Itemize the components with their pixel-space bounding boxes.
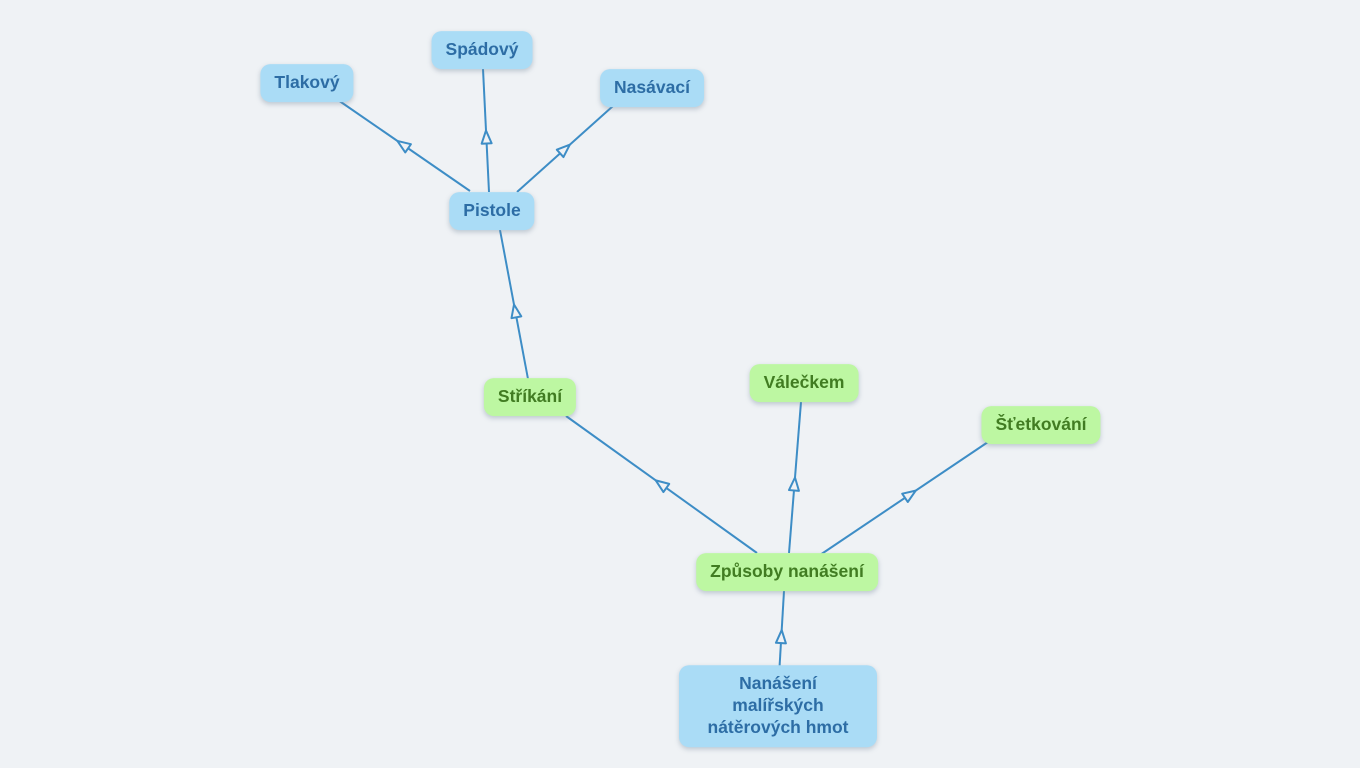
node-tlakovy[interactable]: Tlakový [260,64,354,102]
edge-arrow-zpusoby-strikani [654,479,671,494]
edge-arrow-zpusoby-stetkovani [901,489,917,503]
edge-arrow-pistole-spadovy [480,129,493,145]
edge-arrow-zpusoby-valeckem [787,476,800,492]
edge-arrow-nanaseni-zpusoby [774,629,787,645]
node-pistole[interactable]: Pistole [449,192,535,230]
edge-arrow-pistole-nasavaci [555,143,571,159]
node-zpusoby[interactable]: Způsoby nanášení [696,553,878,591]
edge-arrow-pistole-tlakovy [396,139,412,154]
node-valeckem[interactable]: Válečkem [749,364,859,402]
node-spadovy[interactable]: Spádový [431,31,533,69]
node-nanaseni[interactable]: Nanášení malířských nátěrových hmot [679,665,877,747]
node-nasavaci[interactable]: Nasávací [600,69,704,107]
node-strikani[interactable]: Stříkání [483,378,577,416]
node-stetkovani[interactable]: Šťetkování [981,406,1101,444]
edge-line-zpusoby-stetkovani[interactable] [819,441,989,556]
edge-arrow-strikani-pistole [510,303,523,320]
